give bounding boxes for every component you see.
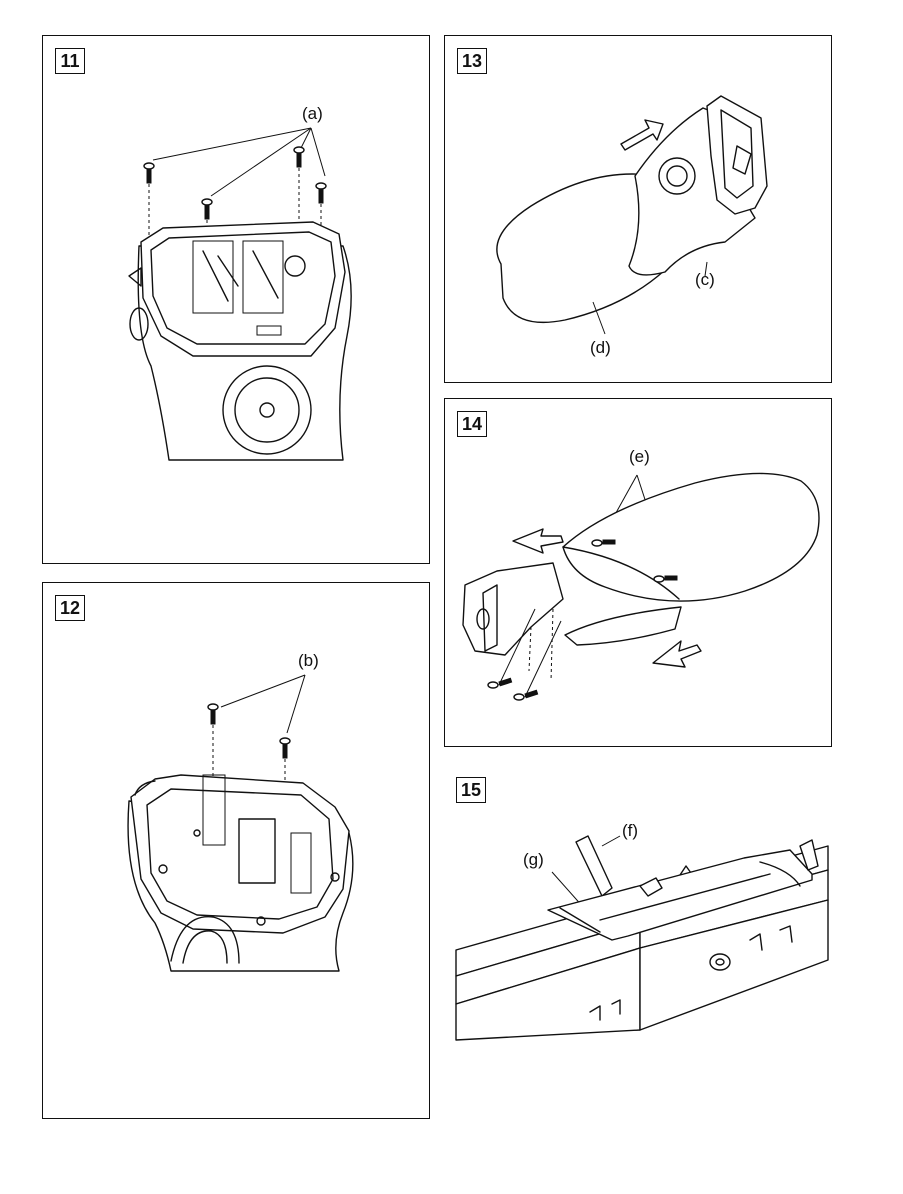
step-15-illustration (0, 0, 903, 1194)
